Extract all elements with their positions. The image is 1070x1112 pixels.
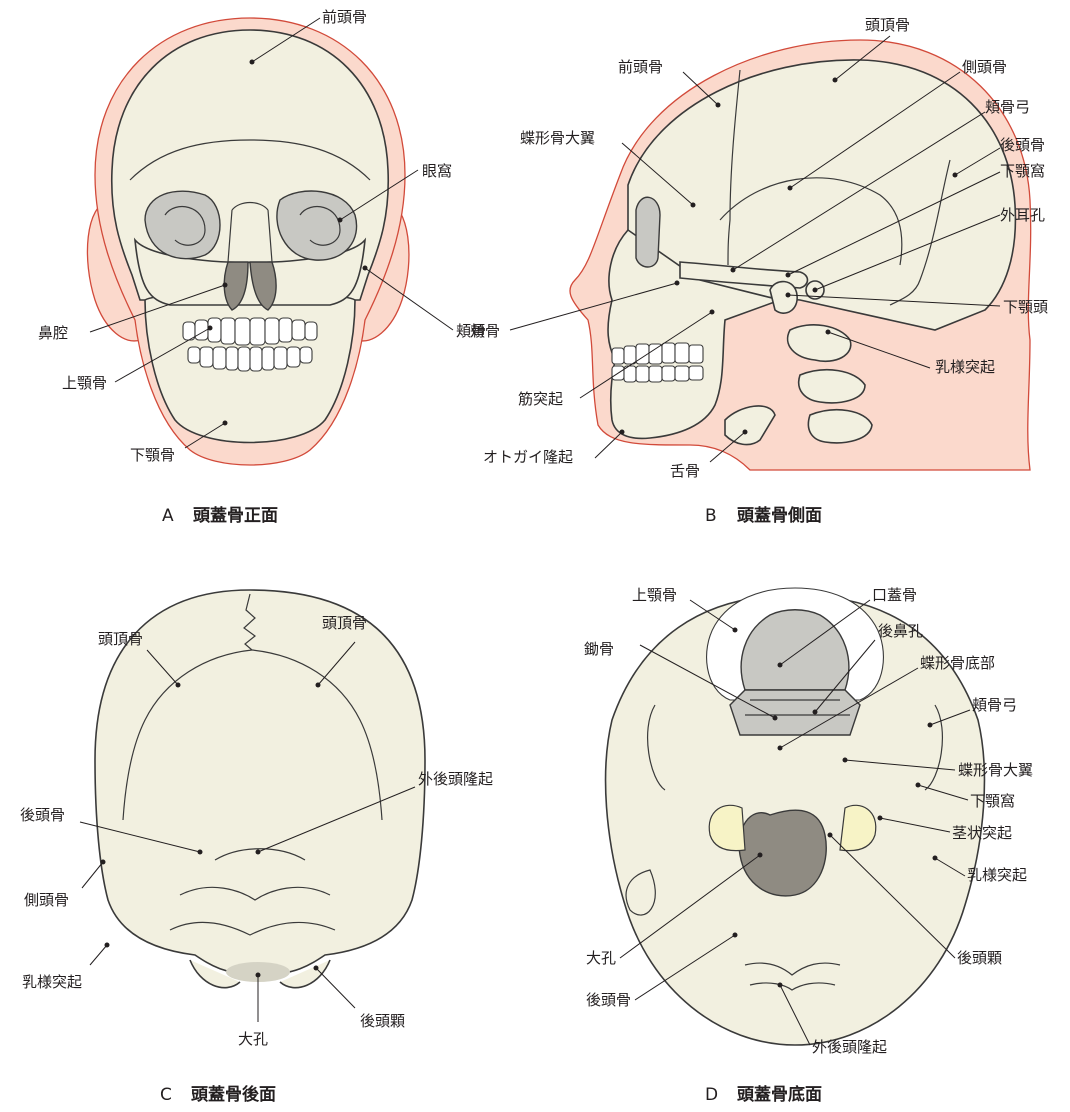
label-d-palatine: 口蓋骨 [872,586,917,604]
panel-c-skull-back [80,590,425,1022]
label-d-styloid: 茎状突起 [952,824,1012,842]
label-d-sphenoid-body: 蝶形骨底部 [920,654,995,672]
label-a-maxilla: 上顎骨 [62,374,107,392]
label-c-occ-condyle: 後頭顆 [360,1012,405,1030]
label-b-zygomatic-arch: 頬骨弓 [985,98,1030,116]
label-a-nasal-cavity: 鼻腔 [38,324,68,342]
label-b-mental: オトガイ隆起 [483,448,573,466]
label-d-occipital: 後頭骨 [586,991,631,1009]
label-b-condyle: 下顎頭 [1003,298,1048,316]
caption-a-letter: A [162,506,174,526]
label-c-ext-occ-prot: 外後頭隆起 [418,770,493,788]
label-c-mastoid: 乳様突起 [22,973,82,991]
label-a-orbit: 眼窩 [422,162,452,180]
label-b-frontal: 前頭骨 [618,58,663,76]
panel-b-skull-side [510,36,1031,470]
label-c-parietal-left: 頭頂骨 [98,630,143,648]
label-c-occipital: 後頭骨 [20,806,65,824]
label-b-occipital: 後頭骨 [1000,136,1045,154]
label-b-zygomatic: 頬骨 [470,322,500,340]
label-d-occ-condyle: 後頭顆 [957,949,1002,967]
label-d-sphenoid-wing: 蝶形骨大翼 [958,761,1033,779]
label-d-foramen: 大孔 [586,949,616,967]
label-d-mastoid: 乳様突起 [967,866,1027,884]
label-a-frontal: 前頭骨 [322,8,367,26]
caption-c-letter: C [160,1085,172,1105]
caption-b-text: 頭蓋骨側面 [737,505,822,526]
label-c-foramen: 大孔 [238,1030,268,1048]
caption-d-letter: D [705,1085,718,1105]
label-b-mandibular-fossa: 下顎窩 [1000,162,1045,180]
label-a-mandible: 下顎骨 [130,446,175,464]
label-d-vomer: 鋤骨 [584,640,614,658]
label-d-maxilla: 上顎骨 [632,586,677,604]
label-b-mastoid: 乳様突起 [935,358,995,376]
label-b-parietal: 頭頂骨 [865,16,910,34]
label-d-zygomatic-arch: 頬骨弓 [972,696,1017,714]
label-b-ext-acoustic: 外耳孔 [1000,206,1045,224]
panel-a-skull-front [87,18,453,465]
label-b-sphenoid-wing: 蝶形骨大翼 [520,129,595,147]
caption-c-text: 頭蓋骨後面 [191,1084,276,1105]
label-c-temporal: 側頭骨 [24,891,69,909]
caption-d-text: 頭蓋骨底面 [737,1084,822,1105]
label-b-coronoid: 筋突起 [518,390,563,408]
label-b-hyoid: 舌骨 [670,462,700,480]
caption-b-letter: B [705,506,717,526]
label-d-choana: 後鼻孔 [878,622,923,640]
label-b-temporal: 側頭骨 [962,58,1007,76]
caption-a-text: 頭蓋骨正面 [193,506,278,526]
label-c-parietal-right: 頭頂骨 [322,614,367,632]
label-d-mandibular-fossa: 下顎窩 [970,792,1015,810]
label-d-ext-occ-prot: 外後頭隆起 [812,1038,887,1056]
